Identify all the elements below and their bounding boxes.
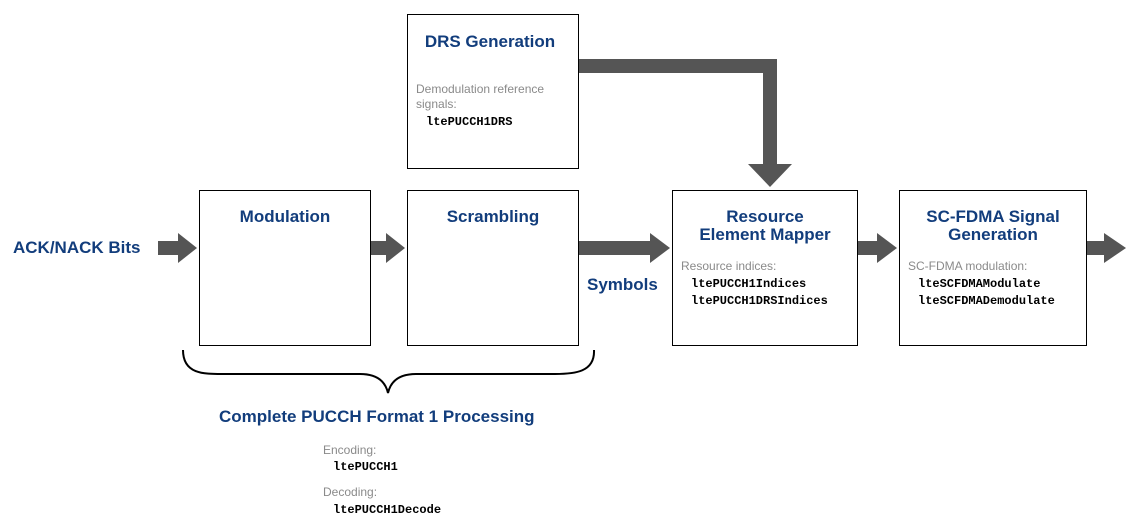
arrow-input-head <box>178 233 197 263</box>
brace <box>182 349 596 394</box>
arrow-mod-to-scr-shaft <box>370 241 388 255</box>
arrow-output-head <box>1104 233 1126 263</box>
arrow-output-shaft <box>1086 241 1106 255</box>
group-title: Complete PUCCH Format 1 Processing <box>219 407 535 426</box>
block-title: Scrambling <box>446 207 540 226</box>
arrow-mapper-to-scfdma-head <box>877 233 897 263</box>
block-description: Resource indices: <box>681 259 777 273</box>
arrow-drs-to-mapper-head <box>748 164 792 187</box>
arrow-mapper-to-scfdma-shaft <box>857 241 879 255</box>
function-name: ltePUCCH1Indices <box>691 277 807 291</box>
encoding-label: Encoding: <box>323 443 377 457</box>
block-title-line1: Resource <box>726 207 804 226</box>
block-description: Demodulation reference signals: <box>416 82 545 111</box>
decoding-label: Decoding: <box>323 485 378 499</box>
block-title: DRS Generation <box>424 32 556 51</box>
block-resource-element-mapper: Resource Element Mapper Resource indices… <box>672 190 858 346</box>
function-name: ltePUCCH1DRS <box>426 115 513 129</box>
block-scfdma-signal-generation: SC-FDMA Signal Generation SC-FDMA modula… <box>899 190 1087 346</box>
decoding-function: ltePUCCH1Decode <box>333 503 442 517</box>
block-title: Modulation <box>239 207 331 226</box>
function-name: ltePUCCH1DRSIndices <box>691 294 828 308</box>
block-description: SC-FDMA modulation: <box>908 259 1028 273</box>
block-modulation: Modulation <box>199 190 371 346</box>
input-label: ACK/NACK Bits <box>13 238 141 257</box>
block-title-line2: Generation <box>948 225 1038 244</box>
arrow-scr-to-mapper-head <box>650 233 670 263</box>
arrow-input-shaft <box>158 241 180 255</box>
function-name: lteSCFDMAModulate <box>918 277 1041 291</box>
arrow-mod-to-scr-head <box>386 233 405 263</box>
block-title-line2: Element Mapper <box>699 225 831 244</box>
function-name: lteSCFDMADemodulate <box>918 294 1055 308</box>
encoding-function: ltePUCCH1 <box>333 460 398 474</box>
block-title-line1: SC-FDMA Signal <box>926 207 1060 226</box>
symbols-label: Symbols <box>587 275 658 294</box>
block-drs-generation: DRS Generation Demodulation reference si… <box>407 14 579 169</box>
arrow-scr-to-mapper-shaft <box>578 241 652 255</box>
block-scrambling: Scrambling <box>407 190 579 346</box>
arrow-drs-to-mapper <box>578 59 777 165</box>
